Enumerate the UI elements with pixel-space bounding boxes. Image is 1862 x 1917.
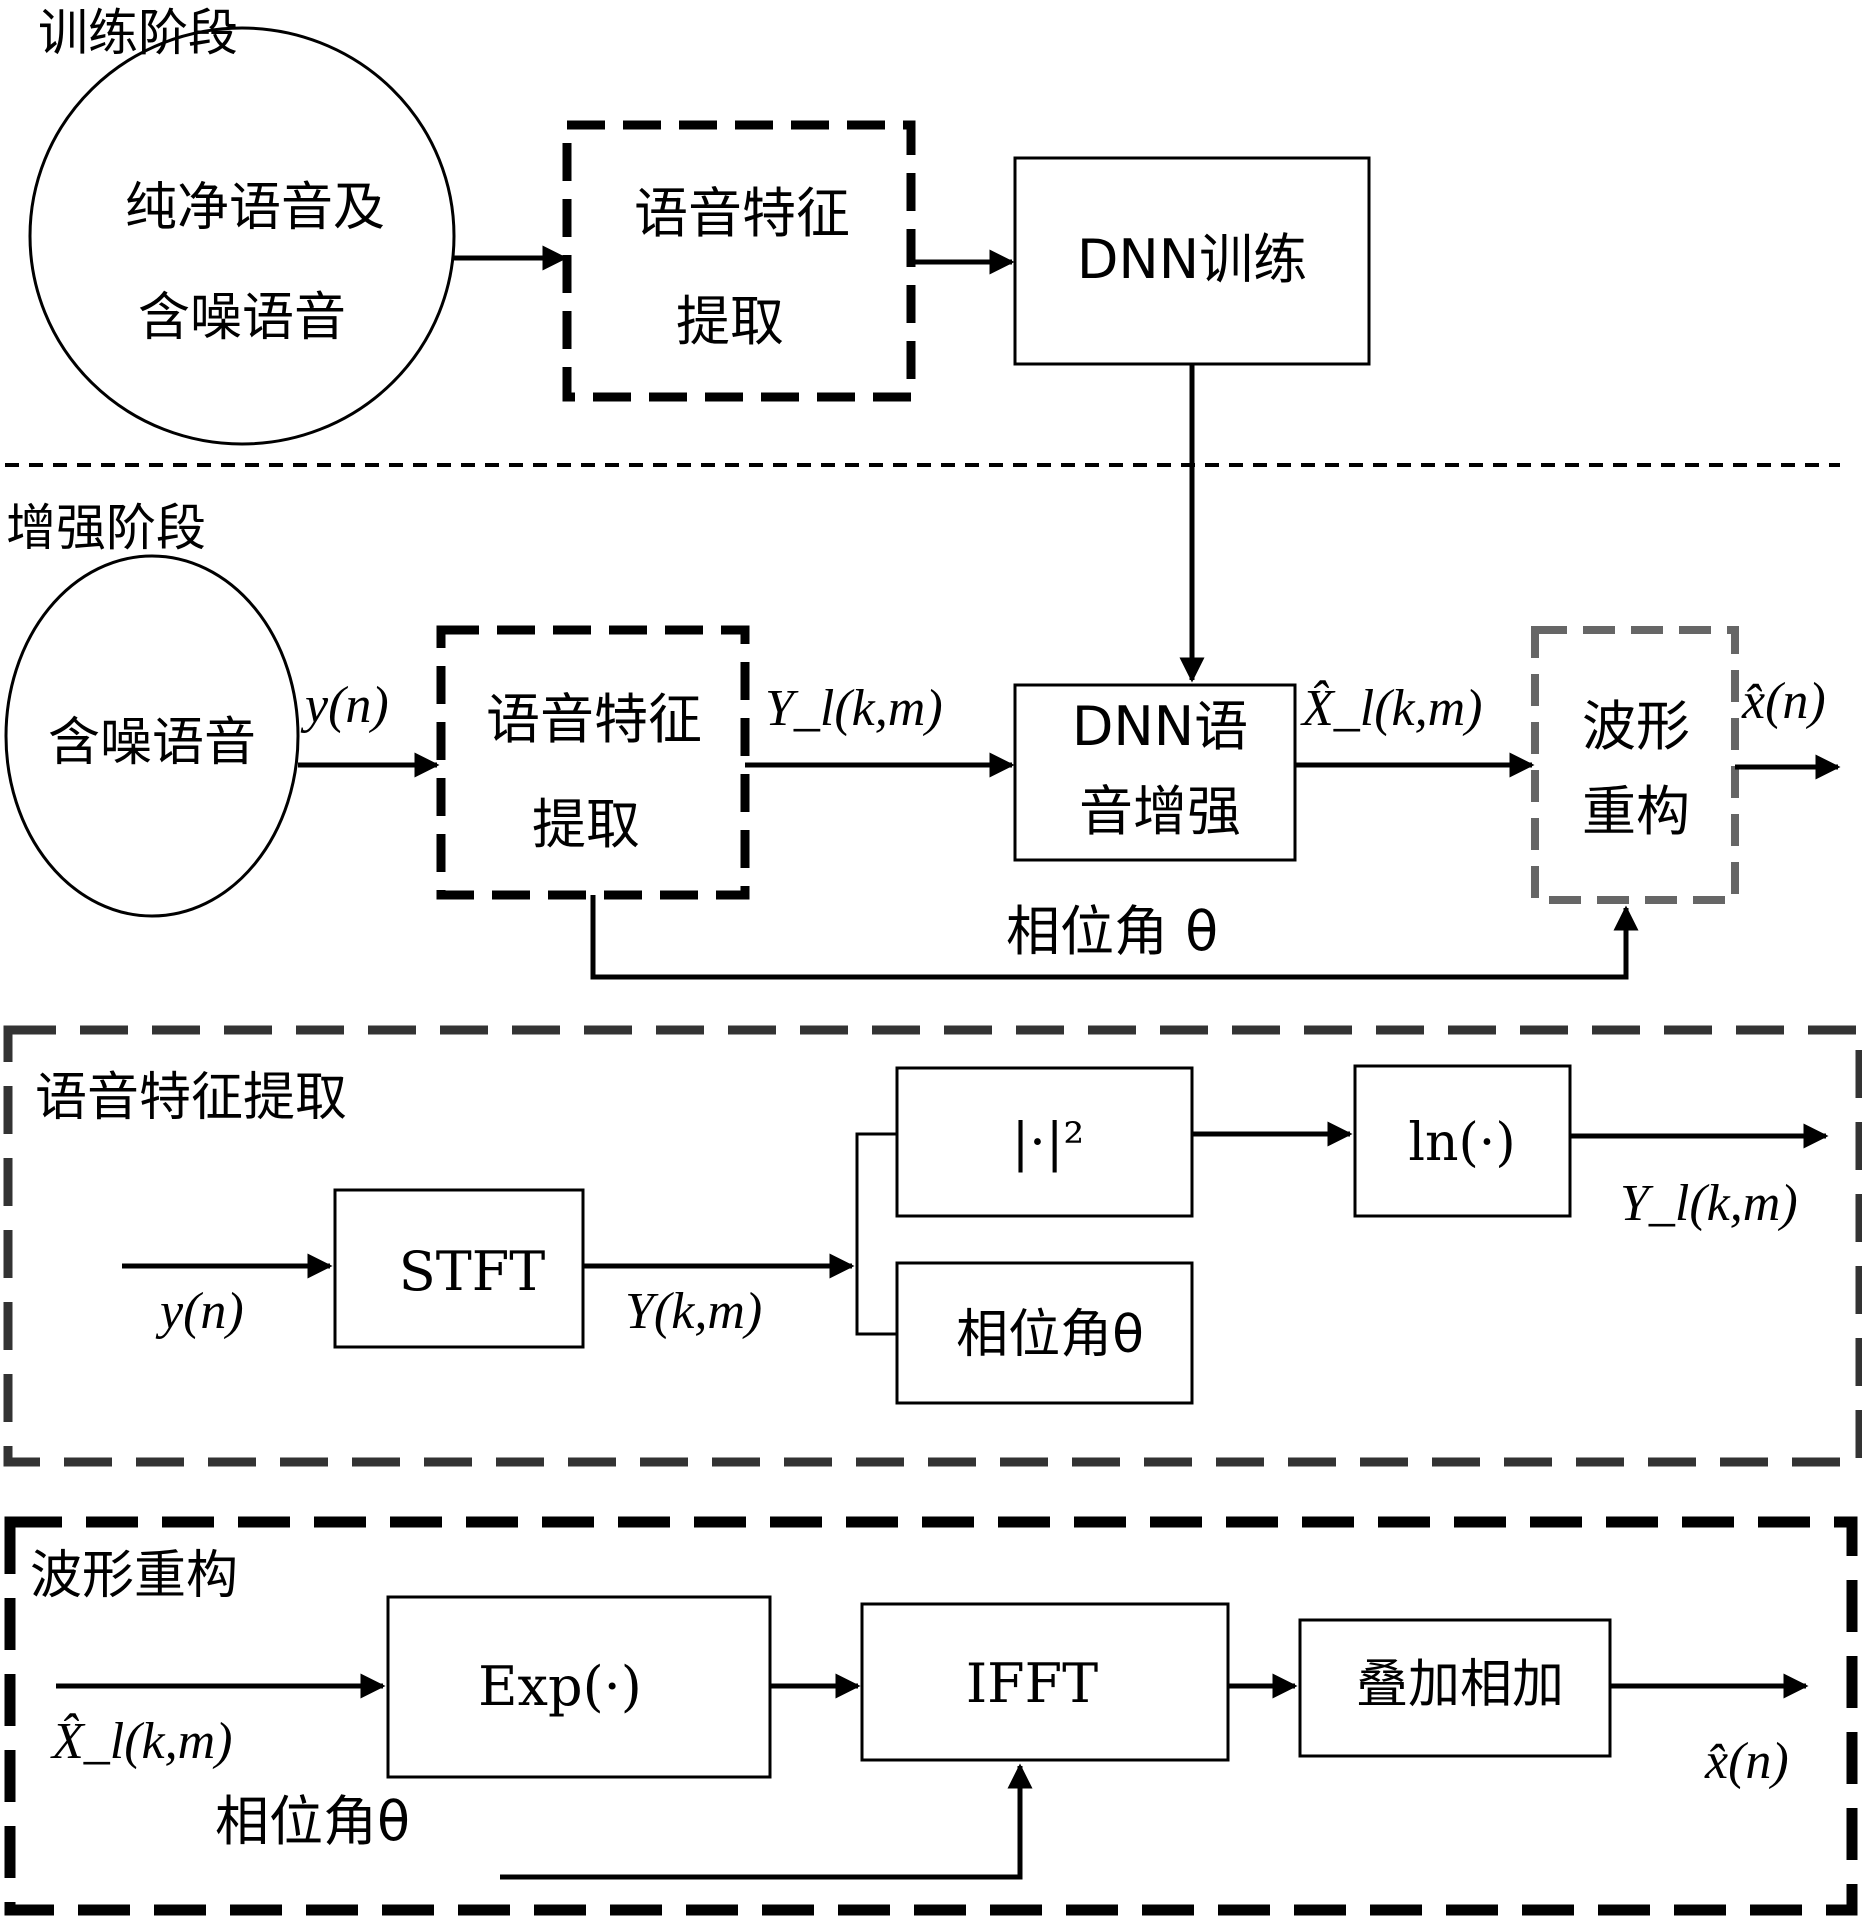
arrow-phase-to-ifft [500,1763,1033,1880]
magnitude-label: |·|² [1012,1113,1084,1173]
branch-connector [855,1132,897,1336]
recon-detail-input-label: X̂_l(k,m) [50,1713,232,1770]
training-source-ellipse [28,26,456,446]
feature-detail-title: 语音特征提取 [35,1068,347,1128]
recon-detail-frame [4,1516,1858,1916]
reconstruction-line2: 重构 [1582,780,1690,843]
feature-detail-frame [3,1025,1862,1467]
magnitude-box [895,1066,1194,1218]
enhancement-stage-title: 增强阶段 [6,499,206,557]
phase-box [895,1261,1194,1405]
ifft-box [860,1602,1230,1762]
enhancement-feature-output-label: Y_l(k,m) [765,680,943,737]
log-box [1353,1064,1572,1218]
dnn-enhancement-box [1013,683,1297,862]
enhancement-feature-line2: 提取 [532,793,640,856]
reconstruction-line1: 波形 [1582,695,1690,758]
ifft-label: IFFT [966,1652,1098,1715]
recon-detail-output-label: x̂(n) [1704,1733,1789,1790]
phase-box-label: 相位角θ [956,1305,1144,1365]
overlap-add-label: 叠加相加 [1356,1655,1564,1715]
training-stage-title: 训练阶段 [38,4,238,62]
recon-detail-phase-label: 相位角θ [215,1790,410,1853]
training-source-line2: 含噪语音 [138,288,346,348]
final-output-label: x̂(n) [1741,673,1826,730]
exp-label: Exp(·) [478,1655,642,1718]
training-source-line1: 纯净语音及 [125,178,385,238]
feature-detail-output-label: Y_l(k,m) [1620,1175,1798,1232]
phase-angle-path [590,895,1639,980]
phase-angle-label: 相位角 θ [1006,900,1218,963]
enhancement-input-label: y(n) [300,677,389,734]
training-feature-box [562,120,916,402]
dnn-training-label: DNN训练 [1077,228,1307,291]
dnn-enhancement-output-label: X̂_l(k,m) [1300,680,1482,737]
stft-output-label: Y(k,m) [625,1283,762,1340]
training-feature-line1: 语音特征 [634,182,850,245]
feature-detail-input-label: y(n) [155,1283,244,1340]
recon-detail-title: 波形重构 [30,1546,238,1606]
stft-label: STFT [399,1240,546,1303]
log-label: ln(·) [1408,1113,1515,1173]
dnn-enhancement-line1: DNN语 [1072,695,1248,758]
reconstruction-box [1531,626,1739,904]
training-feature-line2: 提取 [676,290,784,353]
enhancement-source-label: 含噪语音 [48,713,256,773]
enhancement-source-ellipse [4,554,300,918]
dnn-enhancement-line2: 音增强 [1079,780,1241,843]
enhancement-feature-line1: 语音特征 [486,688,702,751]
